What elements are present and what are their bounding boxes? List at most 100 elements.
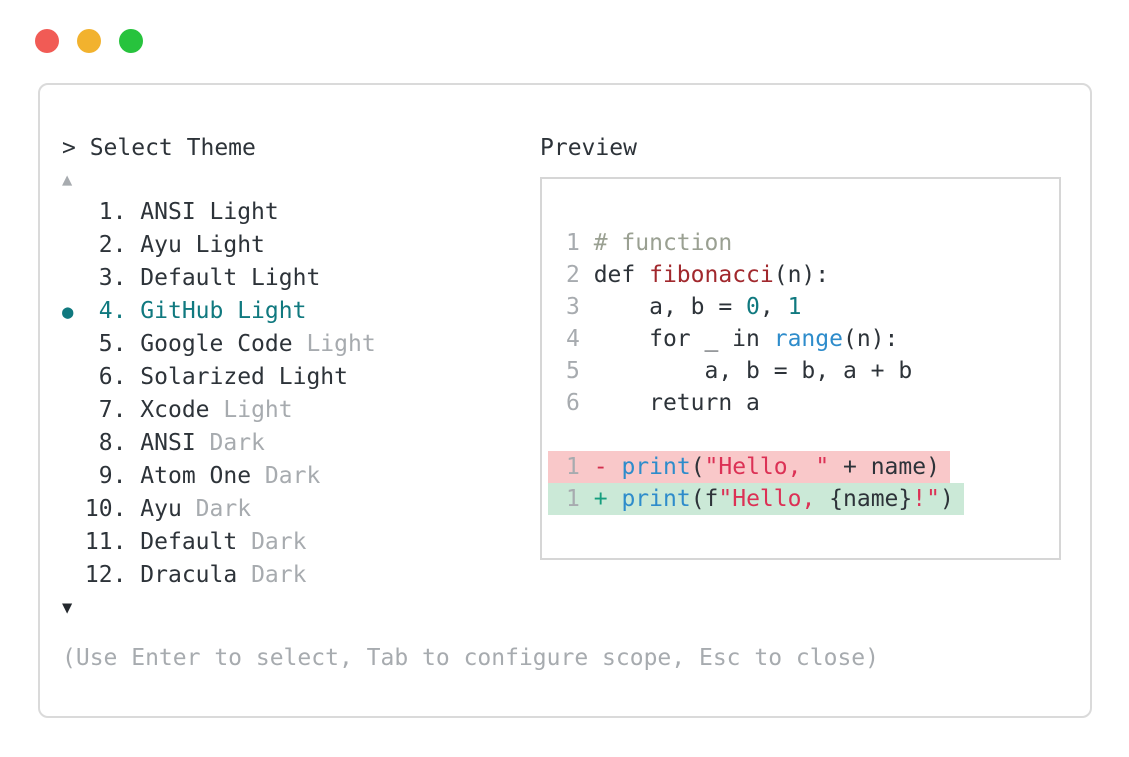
bullet-spacer [62, 268, 85, 290]
theme-item-number: 6. [84, 364, 141, 390]
theme-list-item[interactable]: 12. Dracula Dark [62, 559, 376, 592]
code-token: (n): [842, 326, 899, 352]
code-line: 5 a, b = b, a + b [548, 355, 922, 387]
code-token [608, 454, 622, 480]
help-text: (Use Enter to select, Tab to configure s… [62, 645, 879, 671]
theme-item-number: 12. [84, 562, 141, 588]
code-line: 2 def fibonacci(n): [548, 259, 839, 291]
bullet-spacer [62, 235, 85, 257]
bullet-spacer [62, 202, 85, 224]
maximize-button[interactable] [119, 29, 143, 53]
bullet-spacer [62, 565, 85, 587]
theme-item-variant: Dark [237, 529, 307, 555]
bullet-spacer [62, 334, 85, 356]
code-token [580, 230, 594, 256]
code-token: !" [912, 486, 940, 512]
code-token: - [593, 454, 608, 480]
minimize-button[interactable] [77, 29, 101, 53]
code-line: 1 # function [548, 227, 742, 259]
code-token: (f [690, 486, 719, 512]
theme-list-item[interactable]: 10. Ayu Dark [62, 493, 376, 526]
theme-item-variant: Dark [181, 496, 252, 522]
code-token: "Hello, [718, 486, 830, 512]
code-token: fibonacci [649, 262, 774, 288]
scroll-up-icon[interactable]: ▲ [62, 170, 73, 190]
theme-item-variant: Dark [251, 463, 321, 489]
code-token: ) [939, 486, 954, 512]
select-theme-prompt: > Select Theme [62, 135, 256, 161]
theme-item-number: 2. [84, 232, 141, 258]
theme-item-label: Ayu [140, 496, 182, 522]
code-token: 5 [566, 358, 580, 384]
theme-item-label: Google Code [140, 331, 293, 357]
theme-item-label: Dracula [140, 562, 238, 588]
code-line: 6 return a [548, 387, 770, 419]
theme-item-number: 10. [84, 496, 141, 522]
theme-list-item[interactable]: 11. Default Dark [62, 526, 376, 559]
theme-item-label: Atom One [140, 463, 252, 489]
code-token: + name) [829, 454, 940, 480]
theme-list-item[interactable]: 9. Atom One Dark [62, 460, 376, 493]
theme-selector-window: > Select Theme ▲ 1. ANSI Light 2. Ayu Li… [38, 83, 1092, 718]
traffic-lights [35, 29, 143, 53]
code-token: def [579, 262, 650, 288]
theme-list-item[interactable]: 8. ANSI Dark [62, 427, 376, 460]
theme-list-item[interactable]: ● 4. GitHub Light [62, 295, 376, 328]
code-token: 1 [566, 486, 580, 512]
theme-item-label: ANSI [140, 430, 196, 456]
theme-list-item[interactable]: 1. ANSI Light [62, 196, 376, 229]
code-token: + [593, 486, 608, 512]
code-token: 2 [566, 262, 580, 288]
preview-label: Preview [540, 135, 637, 161]
theme-item-label: Xcode [140, 397, 210, 423]
theme-list-panel: > Select Theme ▲ 1. ANSI Light 2. Ayu Li… [62, 132, 376, 624]
theme-item-number: 8. [84, 430, 141, 456]
theme-item-number: 3. [84, 265, 141, 291]
theme-item-label: Ayu Light [140, 232, 265, 258]
code-token: 6 [566, 390, 580, 416]
code-token: "Hello, " [704, 454, 830, 480]
code-token: 0 [746, 294, 760, 320]
code-token: range [773, 326, 843, 352]
close-button[interactable] [35, 29, 59, 53]
theme-item-number: 9. [84, 463, 141, 489]
theme-item-label: ANSI Light [140, 199, 279, 225]
theme-list-item[interactable]: 3. Default Light [62, 262, 376, 295]
code-token: print [621, 486, 691, 512]
code-token: a, b = [579, 294, 747, 320]
theme-list-item[interactable]: 2. Ayu Light [62, 229, 376, 262]
code-token: {name} [829, 486, 913, 512]
scroll-down-icon[interactable]: ▼ [62, 598, 73, 618]
bullet-spacer [62, 499, 85, 521]
theme-item-label: Default [140, 529, 238, 555]
theme-item-number: 1. [84, 199, 141, 225]
code-token: 4 [566, 326, 580, 352]
code-token [608, 486, 622, 512]
code-token: (n): [773, 262, 830, 288]
theme-list-item[interactable]: 5. Google Code Light [62, 328, 376, 361]
theme-item-number: 5. [84, 331, 141, 357]
diff-line-added: 1 + print(f"Hello, {name}!") [548, 483, 964, 515]
code-token: ( [690, 454, 705, 480]
code-line: 4 for _ in range(n): [548, 323, 908, 355]
code-token: # function [593, 230, 733, 256]
code-token: return a [579, 390, 760, 416]
theme-list: 1. ANSI Light 2. Ayu Light 3. Default Li… [62, 196, 376, 592]
theme-item-variant: Light [292, 331, 376, 357]
code-token [580, 454, 594, 480]
theme-item-variant: Dark [237, 562, 307, 588]
bullet-spacer [62, 466, 85, 488]
diff-line-removed: 1 - print("Hello, " + name) [548, 451, 950, 483]
bullet-spacer [62, 400, 85, 422]
theme-list-item[interactable]: 7. Xcode Light [62, 394, 376, 427]
bullet-spacer [62, 532, 85, 554]
theme-item-number: 11. [84, 529, 141, 555]
code-token: 3 [566, 294, 580, 320]
code-token: 1 [566, 230, 580, 256]
theme-list-item[interactable]: 6. Solarized Light [62, 361, 376, 394]
code-line: 3 a, b = 0, 1 [548, 291, 811, 323]
theme-item-label: GitHub Light [140, 298, 307, 324]
